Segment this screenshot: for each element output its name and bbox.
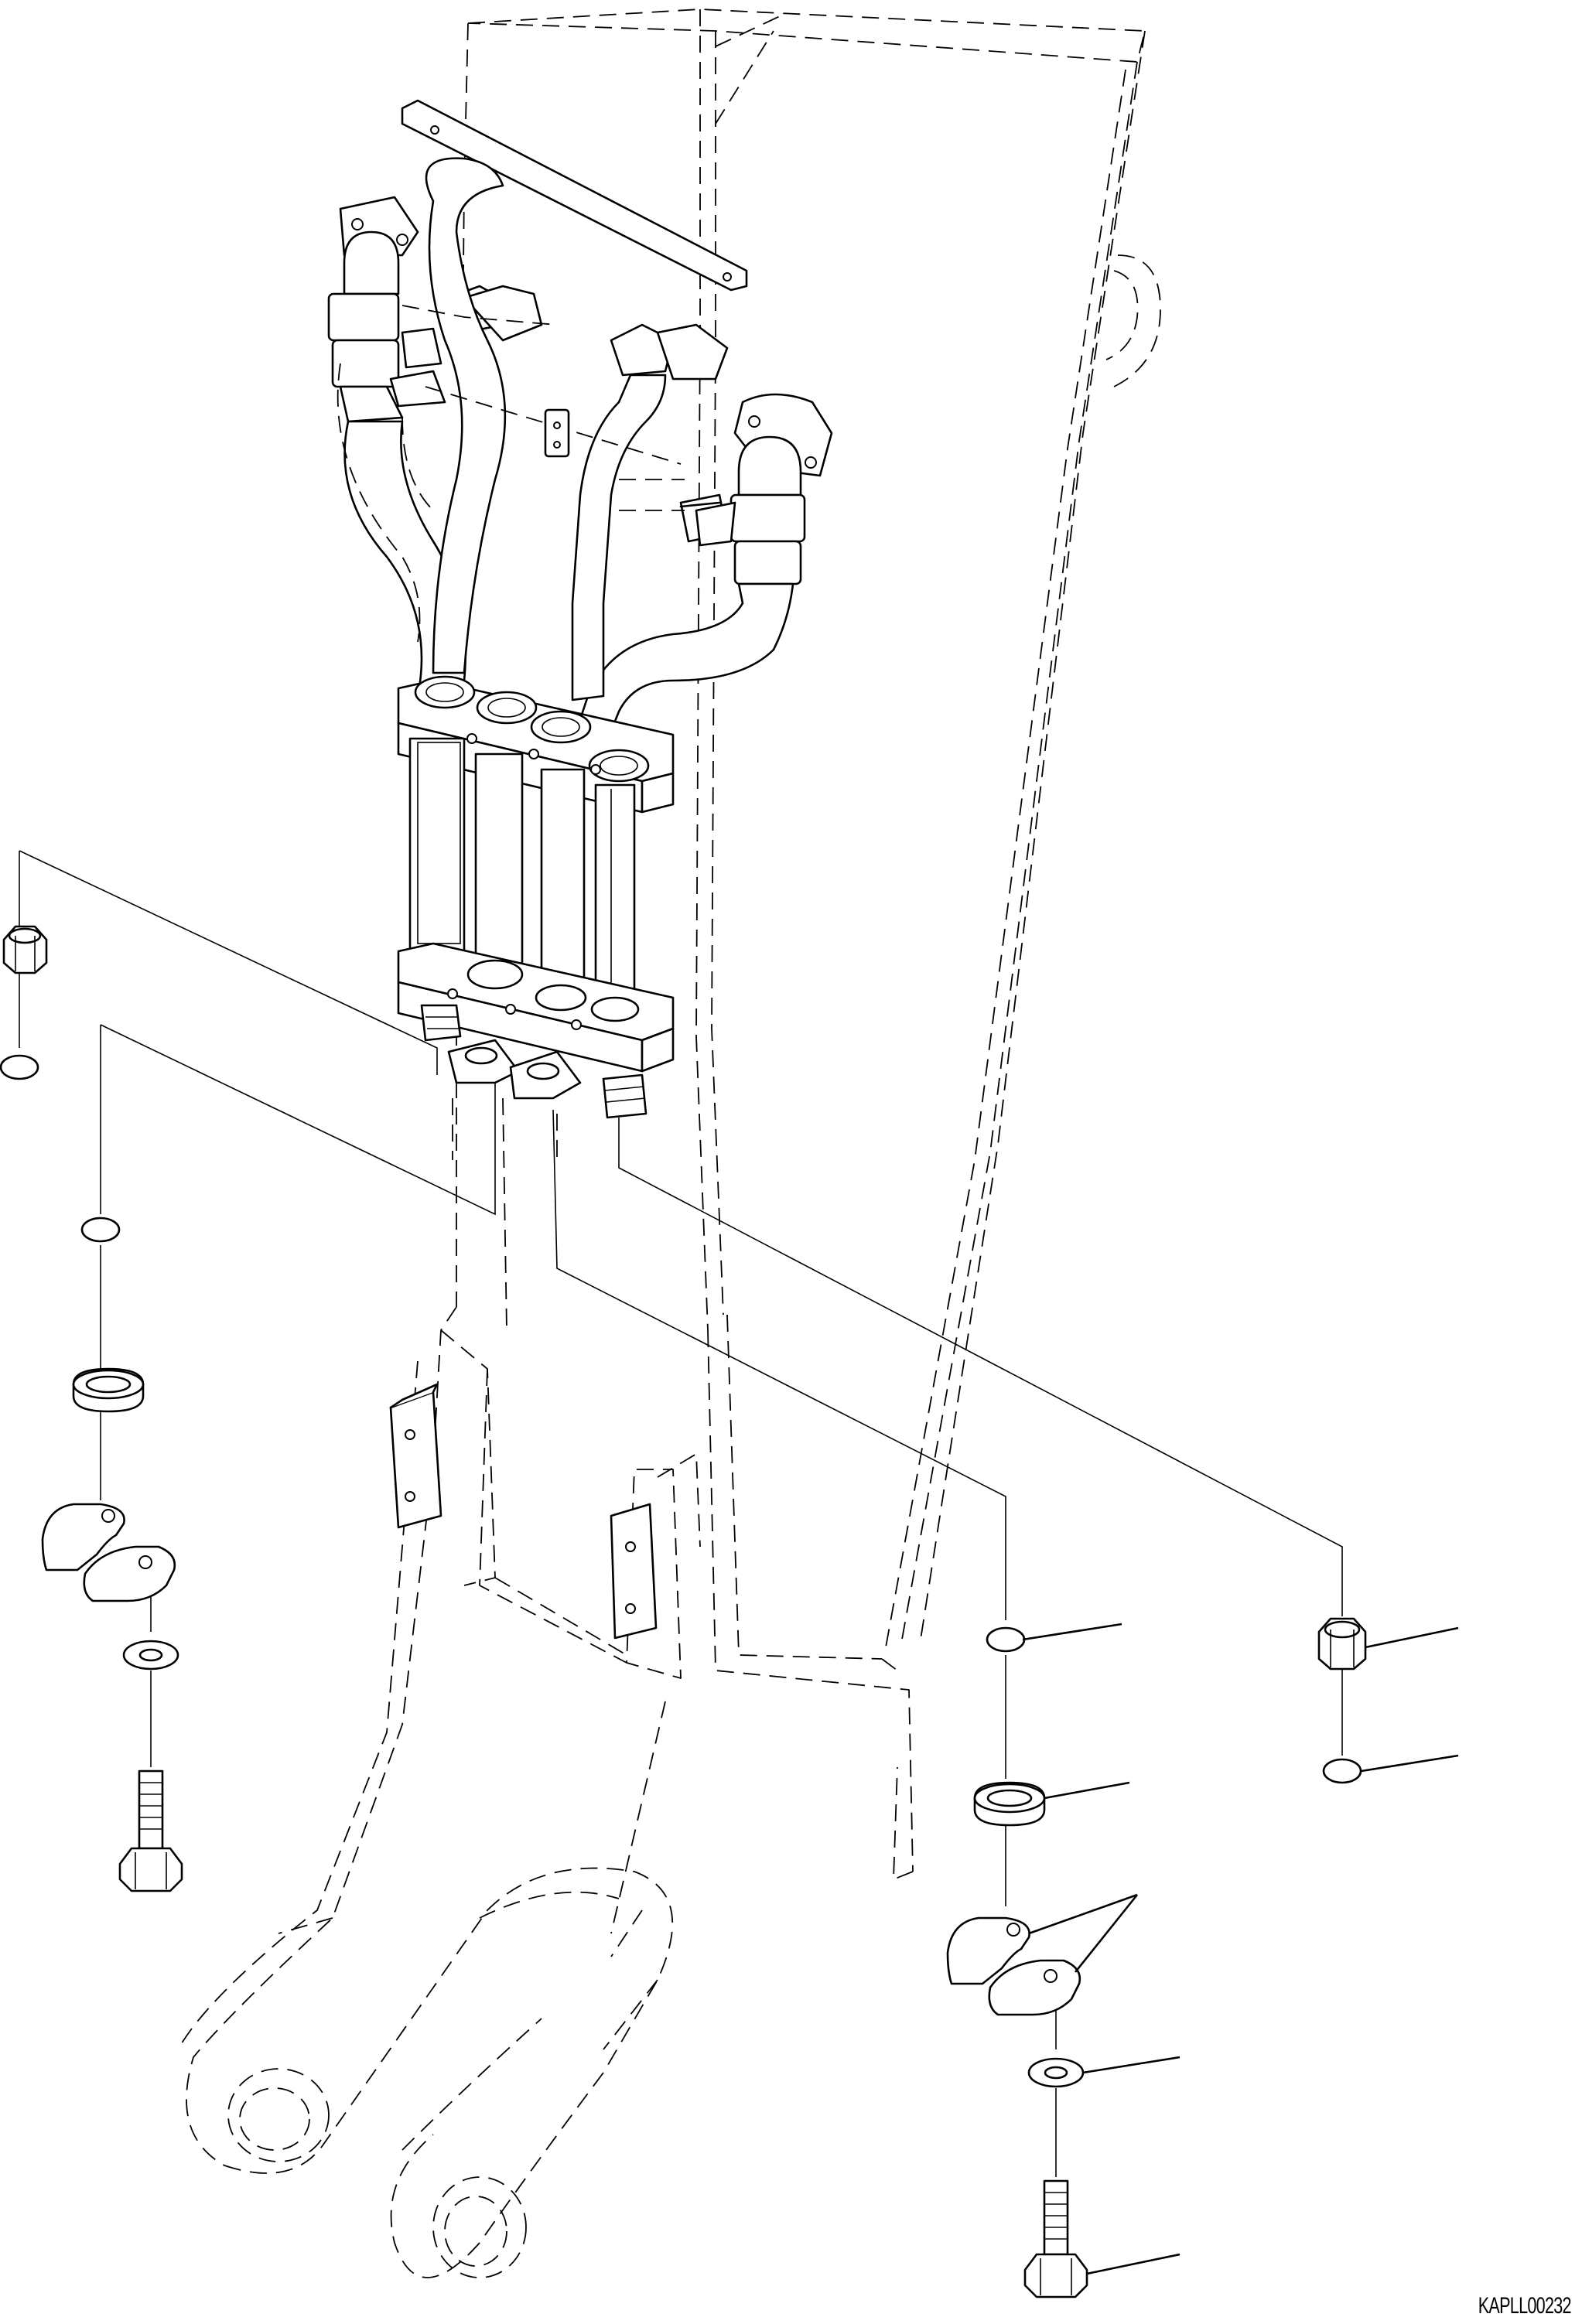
left-split-flange xyxy=(41,1503,176,1602)
right-seal-ring xyxy=(973,1781,1046,1827)
left-o-ring-1 xyxy=(0,1054,39,1080)
pipe-clamp-upper xyxy=(389,1383,442,1529)
right-o-ring-1 xyxy=(986,1626,1026,1653)
right-o-ring-2 xyxy=(1322,1758,1362,1784)
drawing-code-label: KAPLL00232 xyxy=(1478,2293,1572,2319)
right-split-flange xyxy=(946,1916,1081,2016)
left-nut xyxy=(2,925,48,974)
right-bolt xyxy=(1023,2179,1088,2298)
right-nut xyxy=(1317,1617,1367,1670)
pipe-clamp-lower xyxy=(610,1503,658,1640)
left-o-ring-2 xyxy=(80,1217,121,1243)
hydraulic-hoses xyxy=(327,157,833,756)
upper-clamp-bar xyxy=(401,99,748,292)
pipe-manifold-block xyxy=(397,675,675,1331)
bucket-link-phantom xyxy=(177,1329,701,2278)
left-seal-ring xyxy=(72,1367,145,1413)
callout-leaders xyxy=(1022,1623,1459,2275)
left-bolt xyxy=(118,1769,183,1892)
left-washer xyxy=(122,1640,179,1670)
right-washer xyxy=(1027,2057,1085,2088)
explode-lines xyxy=(19,850,1343,2177)
